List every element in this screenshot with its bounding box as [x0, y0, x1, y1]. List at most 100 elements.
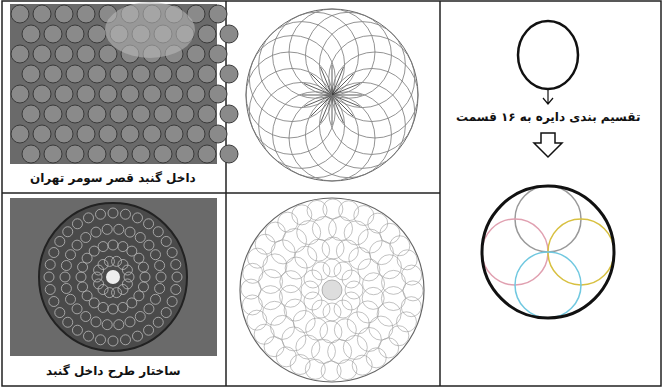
- pattern-line: [295, 246, 317, 268]
- pattern-line: [22, 145, 40, 163]
- pattern-line: [88, 25, 106, 43]
- pattern-line: [362, 287, 384, 309]
- pattern-line: [161, 308, 171, 318]
- pattern-line: [72, 304, 82, 314]
- pattern-line: [33, 45, 51, 63]
- pattern-line: [161, 236, 171, 246]
- pattern-line: [98, 259, 108, 269]
- pattern-line: [198, 65, 216, 83]
- pattern-line: [304, 270, 322, 288]
- pattern-line: [397, 250, 417, 270]
- pattern-line: [60, 272, 70, 282]
- pattern-line: [118, 242, 128, 252]
- pattern-line: [96, 335, 106, 345]
- pattern-line: [265, 222, 285, 242]
- pattern-line: [72, 240, 82, 250]
- pattern-line: [132, 331, 142, 341]
- pattern-line: [33, 5, 51, 23]
- pattern-line: [165, 85, 183, 103]
- pattern-line: [78, 282, 88, 292]
- pattern-line: [389, 326, 409, 346]
- pattern-line: [329, 217, 353, 241]
- pattern-line: [322, 280, 342, 300]
- pattern-line: [332, 74, 353, 95]
- pattern-line: [515, 186, 581, 252]
- pattern-line: [88, 65, 106, 83]
- pattern-line: [143, 125, 161, 143]
- pattern-line: [125, 317, 135, 327]
- pattern-line: [132, 105, 150, 123]
- pattern-line: [342, 270, 360, 288]
- pattern-line: [11, 85, 29, 103]
- pattern-line: [155, 283, 165, 293]
- pattern-line: [293, 310, 315, 332]
- pattern-line: [342, 292, 360, 310]
- pattern-line: [220, 65, 238, 83]
- pattern-line: [55, 45, 73, 63]
- pattern-line: [102, 224, 112, 234]
- pattern-line: [187, 85, 205, 103]
- pattern-line: [296, 335, 320, 359]
- pattern-line: [114, 320, 124, 330]
- pattern-line: [144, 219, 154, 229]
- pattern-line: [65, 250, 75, 260]
- pattern-line: [312, 300, 330, 318]
- pattern-line: [22, 65, 40, 83]
- divided-circle: [482, 186, 614, 318]
- pattern-line: [167, 248, 177, 258]
- pattern-line: [91, 317, 101, 327]
- pattern-line: [78, 262, 88, 272]
- pattern-line: [280, 271, 302, 293]
- pattern-line: [61, 283, 71, 293]
- pattern-line: [138, 262, 148, 272]
- pattern-line: [198, 105, 216, 123]
- pattern-line: [84, 213, 94, 223]
- pattern-line: [44, 25, 62, 43]
- pattern-line: [132, 65, 150, 83]
- pattern-line: [311, 339, 335, 363]
- pattern-line: [345, 281, 363, 299]
- pattern-line: [240, 198, 424, 382]
- pattern-line: [306, 318, 328, 340]
- pattern-line: [482, 219, 548, 285]
- pattern-line: [55, 308, 65, 318]
- pattern-line: [82, 291, 92, 301]
- pattern-line: [108, 336, 118, 346]
- pattern-line: [11, 45, 29, 63]
- photo-ground: [10, 198, 217, 356]
- pattern-line: [44, 272, 54, 282]
- pattern-line: [114, 224, 124, 234]
- pattern-line: [22, 25, 40, 43]
- pattern-line: [154, 145, 172, 163]
- pattern-line: [144, 325, 154, 335]
- pattern-line: [263, 254, 287, 278]
- pattern-line: [334, 319, 356, 341]
- dome-photo: [10, 198, 217, 356]
- pattern-line: [144, 240, 154, 250]
- pattern-line: [172, 272, 182, 282]
- pattern-line: [65, 294, 75, 304]
- pattern-line: [352, 355, 372, 375]
- pattern-line: [332, 83, 360, 95]
- pattern-line: [339, 201, 359, 221]
- pattern-line: [110, 65, 128, 83]
- pattern-line: [209, 45, 227, 63]
- pattern-line: [88, 105, 106, 123]
- pattern-line: [264, 337, 284, 357]
- pattern-line: [121, 125, 139, 143]
- pattern-line: [246, 9, 418, 181]
- pattern-line: [165, 125, 183, 143]
- pattern-line: [209, 125, 227, 143]
- pattern-line: [176, 145, 194, 163]
- pattern-line: [153, 227, 163, 237]
- pattern-line: [49, 296, 59, 306]
- pattern-line: [323, 259, 341, 277]
- pattern-line: [401, 297, 421, 317]
- pattern-line: [106, 270, 120, 284]
- pattern-line: [49, 248, 59, 258]
- pattern-line: [108, 304, 118, 314]
- pattern-line: [66, 25, 84, 43]
- pattern-line: [72, 219, 82, 229]
